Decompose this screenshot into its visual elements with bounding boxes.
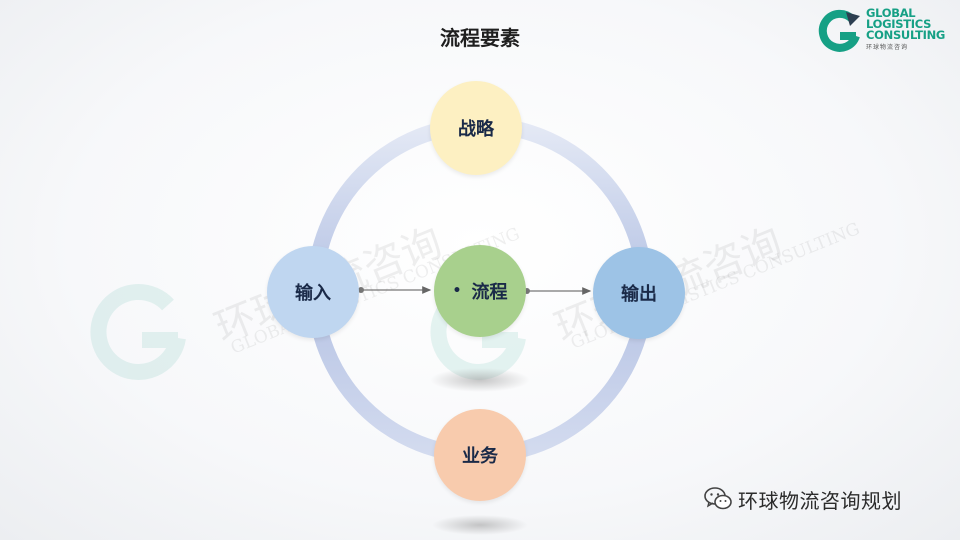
company-logo: GLOBAL LOGISTICS CONSULTING 环球物流咨询 [814, 6, 960, 56]
watermark-g-icon-left [90, 284, 186, 380]
logo-subtitle: 环球物流咨询 [866, 44, 909, 51]
logo-line-3: CONSULTING [866, 28, 946, 42]
node-output: 输出 [593, 247, 685, 339]
logo-line-2: LOGISTICS [866, 17, 932, 31]
wechat-icon [704, 487, 732, 510]
business-node-shadow [432, 515, 528, 535]
node-process-label: 流程 [471, 282, 508, 303]
wechat-account-name: 环球物流咨询规划 [738, 488, 902, 513]
process-node-shadow [430, 368, 530, 392]
slide-title: 流程要素 [440, 26, 520, 50]
node-input-label: 输入 [295, 283, 331, 304]
logo-line-1: GLOBAL [866, 6, 916, 20]
node-business-label: 业务 [462, 446, 498, 467]
node-input: 输入 [267, 246, 359, 338]
node-process: • 流程 [434, 245, 526, 337]
node-strategy: 战略 [430, 81, 522, 175]
bullet-icon: • [452, 283, 462, 299]
node-output-label: 输出 [621, 284, 657, 305]
node-business: 业务 [434, 409, 526, 501]
wechat-account-footer: 环球物流咨询规划 [704, 484, 902, 514]
arrow-input-to-process-start-dot [358, 287, 364, 293]
node-strategy-label: 战略 [458, 119, 494, 140]
g-arrow-logo-icon [818, 9, 860, 52]
